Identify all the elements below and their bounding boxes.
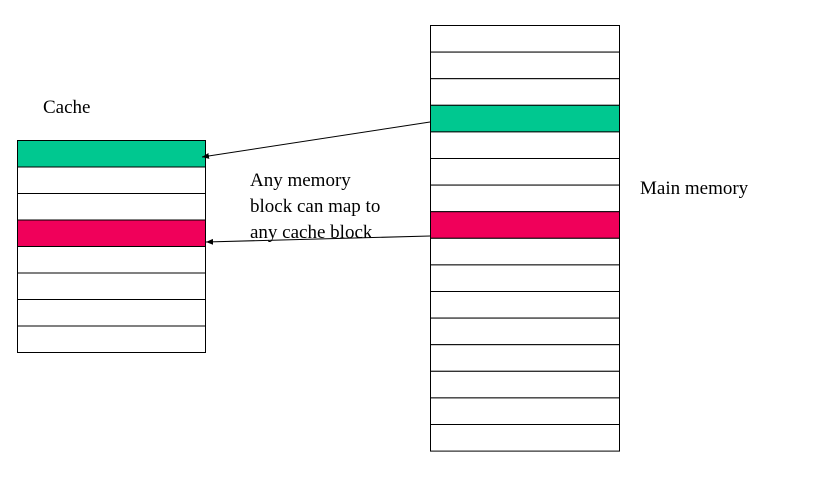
memory-block-7 — [430, 184, 620, 213]
note-line-1: Any memory — [250, 170, 351, 191]
memory-block-12 — [430, 317, 620, 346]
cache-block-2 — [17, 166, 206, 194]
note-line-2: block can map to — [250, 196, 381, 217]
cache-block-3 — [17, 193, 206, 221]
cache-block-4 — [17, 219, 206, 247]
memory-block-16 — [430, 424, 620, 452]
cache-block-1 — [17, 140, 206, 168]
main-memory-blocks — [430, 25, 620, 452]
cache-block-5 — [17, 246, 206, 274]
memory-block-4 — [430, 104, 620, 133]
cache-blocks — [17, 140, 206, 353]
main-memory-label: Main memory — [640, 178, 749, 199]
mapping-note: Any memory block can map to any cache bl… — [250, 168, 380, 246]
cache-block-7 — [17, 299, 206, 327]
note-line-3: any cache block — [250, 222, 373, 243]
pink-mapping-arrow — [205, 235, 431, 245]
memory-block-10 — [430, 264, 620, 292]
cache-block-6 — [17, 272, 206, 300]
memory-block-1 — [430, 25, 620, 53]
memory-block-8 — [430, 211, 620, 239]
memory-block-5 — [430, 131, 620, 159]
memory-block-3 — [430, 78, 620, 106]
memory-block-11 — [430, 291, 620, 319]
memory-block-14 — [430, 370, 620, 399]
memory-block-15 — [430, 397, 620, 425]
memory-block-13 — [430, 344, 620, 372]
cache-label: Cache — [43, 97, 91, 118]
memory-block-2 — [430, 51, 620, 80]
memory-block-9 — [430, 237, 620, 266]
cache-block-8 — [17, 325, 206, 353]
memory-block-6 — [430, 158, 620, 186]
green-mapping-arrow — [201, 121, 431, 159]
